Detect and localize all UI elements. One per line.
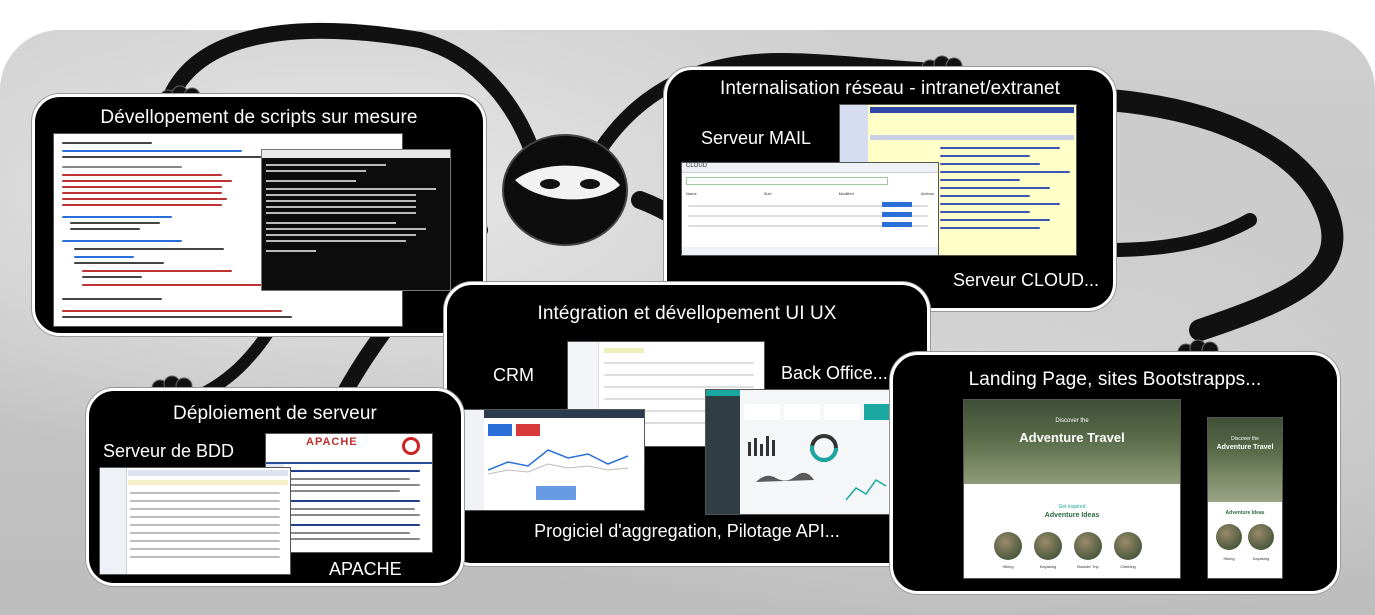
site-subtitle: Discover the	[1055, 418, 1089, 424]
idea-image	[1034, 532, 1062, 560]
cloud-app-name: CLOUD	[686, 163, 708, 169]
panel-landing: Landing Page, sites Bootstrapps... Disco…	[890, 352, 1340, 594]
idea-image	[994, 532, 1022, 560]
idea-label: Hiking	[1223, 556, 1235, 561]
column-header: Actions	[920, 191, 934, 196]
site-title: Adventure Travel	[1216, 444, 1274, 451]
panel-ui-ux: Intégration et dévellopement UI UX CRM B…	[444, 282, 930, 566]
backoffice-label: Back Office...	[781, 363, 888, 383]
site-subtitle: Discover the	[1231, 436, 1259, 442]
site-title: Adventure Travel	[1019, 430, 1125, 445]
landing-mobile-screenshot: Discover the Adventure Travel Adventure …	[1207, 417, 1283, 579]
apache-page-screenshot: APACHE	[265, 433, 433, 553]
panel-scripts: Dévellopement de scripts sur mesure	[32, 94, 486, 336]
column-header: Size	[763, 191, 772, 196]
cloud-app-screenshot: CLOUD Name Size Modified Actions	[681, 162, 939, 256]
database-admin-screenshot	[99, 467, 291, 575]
idea-label: Boulder Trip	[1077, 564, 1099, 569]
panel-title: Internalisation réseau - intranet/extran…	[719, 78, 1061, 99]
mail-server-label: Serveur MAIL	[701, 128, 812, 148]
idea-image	[1216, 524, 1242, 550]
warning-stop-icon	[402, 437, 420, 455]
idea-image	[1114, 532, 1142, 560]
ideas-title: Adventure Ideas	[1225, 510, 1265, 516]
crm-dashboard-screenshot	[463, 409, 645, 511]
idea-label: Kayaking	[1039, 564, 1057, 569]
ideas-subtitle: Get inspired	[1058, 504, 1086, 510]
terminal-screenshot	[261, 149, 451, 291]
panel-server: Déploiement de serveur Serveur de BDD AP…	[86, 388, 464, 586]
idea-label: Climbing	[1120, 564, 1136, 569]
db-server-label: Serveur de BDD	[103, 441, 235, 461]
idea-label: Kayaking	[1252, 556, 1270, 561]
ideas-title: Adventure Ideas	[1044, 512, 1100, 519]
panel-title: Intégration et dévellopement UI UX	[537, 303, 837, 324]
apache-logo: APACHE	[306, 436, 358, 448]
ui-footer-label: Progiciel d'aggregation, Pilotage API...	[534, 521, 840, 541]
apache-label: APACHE	[329, 559, 402, 579]
landing-desktop-screenshot: Discover the Adventure Travel Get inspir…	[963, 399, 1181, 579]
idea-label: Hiking	[1002, 564, 1014, 569]
idea-image	[1248, 524, 1274, 550]
idea-image	[1074, 532, 1102, 560]
panel-title: Déploiement de serveur	[173, 403, 377, 424]
backoffice-dashboard-screenshot	[705, 389, 901, 515]
column-header: Name	[686, 191, 697, 196]
cloud-server-label: Serveur CLOUD...	[953, 270, 1100, 290]
column-header: Modified	[838, 191, 854, 196]
panel-network: Internalisation réseau - intranet/extran…	[664, 67, 1116, 311]
panel-title: Dévellopement de scripts sur mesure	[100, 107, 418, 128]
crm-label: CRM	[493, 365, 534, 385]
panel-title: Landing Page, sites Bootstrapps...	[968, 369, 1262, 390]
